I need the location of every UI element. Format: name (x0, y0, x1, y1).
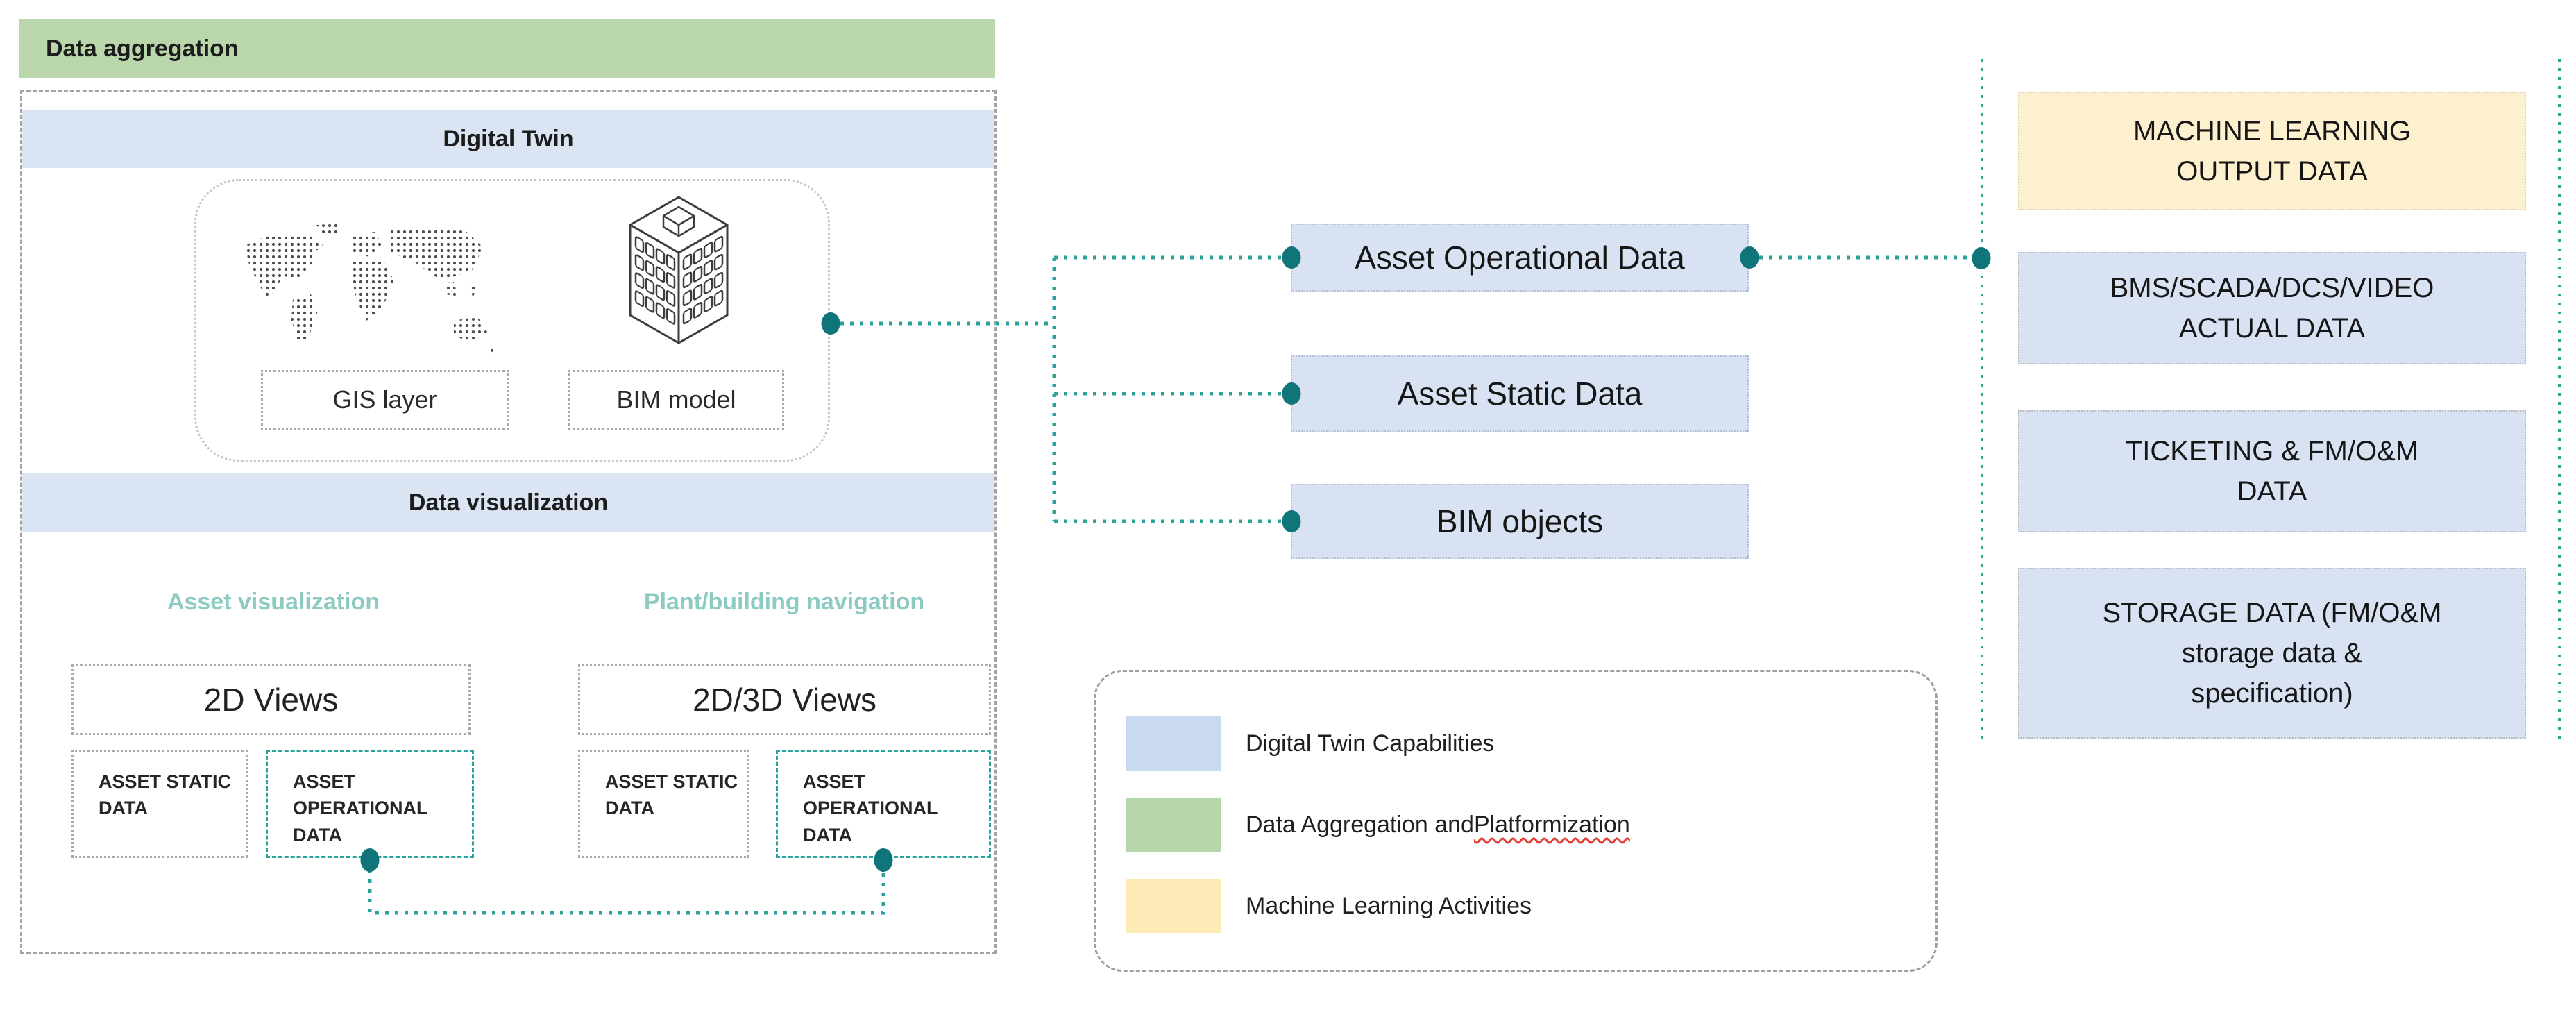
bms-line-2: ACTUAL DATA (2178, 313, 2366, 344)
world-map-icon (246, 224, 497, 355)
data-aggregation-label: Data aggregation (46, 35, 239, 62)
gis-layer-label: GIS layer (332, 385, 437, 414)
views-2d3d-box: 2D/3D Views (578, 664, 991, 735)
legend-label-data-aggregation: Data Aggregation and Platformization (1246, 798, 1630, 852)
legend-label-machine-learning-text: Machine Learning Activities (1246, 892, 1532, 919)
asset-static-data-node: Asset Static Data (1291, 355, 1749, 432)
bim-building-icon (629, 196, 729, 344)
asset-static-data-label-2: ASSET STATIC DATA (605, 771, 738, 819)
bim-objects-node: BIM objects (1291, 484, 1749, 559)
ticketing-line-2: DATA (2237, 476, 2307, 507)
bim-model-label: BIM model (616, 385, 736, 414)
asset-static-data-box-2: ASSET STATIC DATA (578, 750, 749, 858)
data-visualization-header: Data visualization (22, 473, 994, 532)
asset-operational-data-box-1: ASSET OPERATIONAL DATA (266, 750, 474, 858)
asset-static-data-node-label: Asset Static Data (1397, 376, 1643, 412)
digital-twin-header: Digital Twin (22, 110, 994, 168)
machine-learning-output-data-box: MACHINE LEARNING OUTPUT DATA (2018, 92, 2526, 210)
plant-building-navigation-heading: Plant/building navigation (643, 589, 925, 615)
storage-line-1: STORAGE DATA (FM/O&M (2102, 598, 2442, 628)
legend-label-platformization-word: Platformization (1473, 811, 1630, 838)
ml-output-line-1: MACHINE LEARNING (2133, 115, 2412, 146)
bim-model-box: BIM model (568, 370, 784, 430)
asset-operational-data-node: Asset Operational Data (1291, 224, 1749, 292)
views-2d-box: 2D Views (71, 664, 471, 735)
legend-label-data-aggregation-prefix: Data Aggregation and (1246, 811, 1474, 838)
gis-layer-box: GIS layer (261, 370, 509, 430)
asset-operational-data-label-1: ASSET OPERATIONAL DATA (293, 771, 428, 845)
legend-swatch-data-aggregation (1126, 798, 1221, 852)
legend-label-digital-twin-text: Digital Twin Capabilities (1246, 730, 1495, 757)
data-visualization-header-label: Data visualization (408, 489, 609, 516)
asset-operational-data-box-2: ASSET OPERATIONAL DATA (776, 750, 991, 858)
storage-line-3: specification) (2191, 678, 2353, 709)
legend-swatch-machine-learning (1126, 879, 1221, 933)
ticketing-fm-om-data-box: TICKETING & FM/O&M DATA (2018, 410, 2526, 532)
ml-output-line-2: OUTPUT DATA (2176, 155, 2368, 187)
views-2d3d-label: 2D/3D Views (692, 682, 877, 718)
digital-twin-header-label: Digital Twin (443, 125, 574, 152)
views-2d-label: 2D Views (203, 682, 339, 718)
legend-container (1094, 670, 1938, 972)
asset-static-data-label-1: ASSET STATIC DATA (99, 771, 232, 819)
legend-label-machine-learning: Machine Learning Activities (1246, 879, 1532, 933)
bim-objects-node-label: BIM objects (1436, 503, 1604, 539)
storage-line-2: storage data & (2181, 638, 2363, 668)
ticketing-line-1: TICKETING & FM/O&M (2125, 436, 2419, 466)
asset-static-data-box-1: ASSET STATIC DATA (71, 750, 248, 858)
asset-operational-data-label-2: ASSET OPERATIONAL DATA (803, 771, 938, 845)
dot-right-rail (1972, 247, 1991, 269)
legend-label-digital-twin: Digital Twin Capabilities (1246, 716, 1494, 771)
data-aggregation-banner: Data aggregation (19, 19, 995, 78)
asset-visualization-heading: Asset visualization (167, 589, 380, 615)
bms-line-1: BMS/SCADA/DCS/VIDEO (2110, 273, 2434, 303)
asset-operational-data-node-label: Asset Operational Data (1355, 239, 1685, 276)
legend-swatch-digital-twin (1126, 716, 1221, 771)
bms-scada-dcs-video-box: BMS/SCADA/DCS/VIDEO ACTUAL DATA (2018, 252, 2526, 364)
storage-data-box: STORAGE DATA (FM/O&M storage data & spec… (2018, 568, 2526, 739)
